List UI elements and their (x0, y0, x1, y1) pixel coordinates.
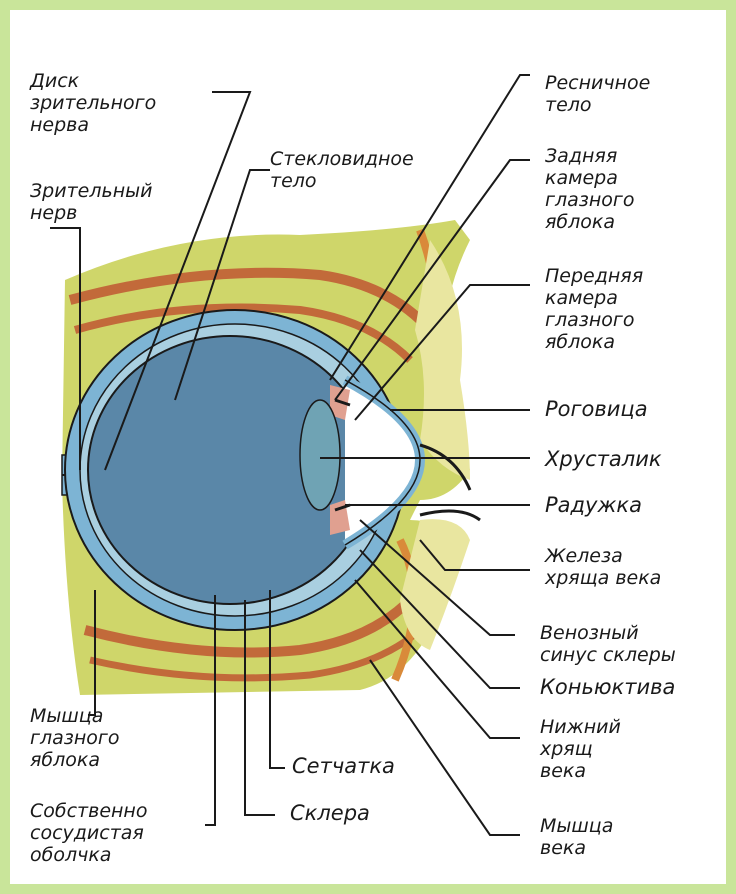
label-posterior-chamber: Задняя камера глазного яблока (545, 145, 635, 233)
label-eyeball-muscle: Мышца глазного яблока (30, 705, 120, 771)
label-vitreous-body: Стекловидное тело (270, 148, 414, 192)
label-iris: Радужка (545, 494, 642, 516)
label-tarsal-gland: Железа хряща века (545, 545, 661, 589)
label-anterior-chamber: Передняя камера глазного яблока (545, 265, 643, 353)
label-choroid: Собственно сосудистая оболчка (30, 800, 147, 866)
label-venous-sinus: Венозный синус склеры (540, 622, 676, 666)
label-lens: Хрусталик (545, 448, 662, 470)
label-ciliary-body: Ресничное тело (545, 72, 650, 116)
label-cornea: Роговица (545, 398, 648, 420)
label-optic-nerve: Зрительный нерв (30, 180, 152, 224)
label-lower-tarsus: Нижний хрящ века (540, 716, 621, 782)
label-conjunctiva: Коньюктива (540, 676, 675, 698)
label-retina: Сетчатка (292, 755, 395, 777)
label-sclera: Склера (290, 802, 370, 824)
label-eyelid-muscle: Мышца века (540, 815, 613, 859)
label-optic-disc: Диск зрительного нерва (30, 70, 156, 136)
